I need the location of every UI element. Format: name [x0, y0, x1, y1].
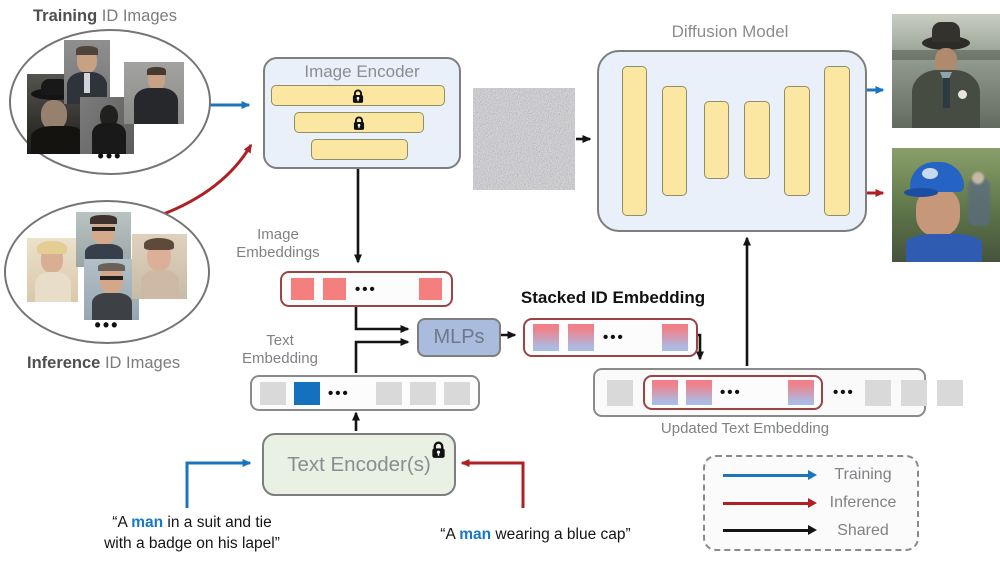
training-portrait-4 — [124, 62, 184, 124]
image-encoder-layer-3 — [311, 139, 408, 160]
text-token — [607, 379, 633, 406]
training-id-images-label-bold: Training — [33, 7, 98, 25]
arrow-inference-prompt-to-text-encoder — [460, 459, 525, 508]
text-token — [444, 381, 470, 405]
text-embedding-box: ••• — [250, 375, 480, 411]
stacked-id-token — [686, 380, 712, 405]
stacked-id-ellipsis: ••• — [603, 329, 625, 346]
class-word-man: man — [459, 526, 492, 543]
diffusion-model-box — [597, 50, 867, 232]
image-embedding-token — [291, 278, 314, 300]
legend-row-training: Training — [705, 465, 917, 486]
stacked-id-embedding-box: ••• — [523, 318, 698, 357]
stacked-id-token — [533, 324, 559, 351]
training-id-images-label-rest: ID Images — [97, 7, 177, 25]
inference-portrait-3 — [84, 259, 139, 320]
noise-latent-image — [473, 88, 575, 190]
stacked-id-token — [662, 324, 688, 351]
training-id-images-label: Training ID Images — [33, 7, 177, 26]
arrow-image-embeddings-to-mlps — [354, 305, 410, 333]
unet-block-6 — [824, 66, 850, 216]
legend-row-shared: Shared — [705, 520, 917, 541]
unet-block-2 — [662, 86, 687, 196]
text-encoder-title: Text Encoder(s) — [287, 452, 431, 476]
stacked-id-token — [652, 380, 678, 405]
shared-arrow-swatch — [723, 525, 817, 536]
unet-block-5 — [784, 86, 810, 196]
stacked-id-token — [568, 324, 594, 351]
legend-label-training: Training — [834, 466, 892, 484]
text-token — [376, 381, 402, 405]
lock-icon — [353, 116, 365, 130]
legend-row-inference: Inference — [705, 493, 917, 514]
text-embedding-label: Text Embedding — [242, 332, 318, 367]
text-token — [410, 381, 436, 405]
lock-icon — [352, 89, 364, 103]
inference-ellipsis-dots: ••• — [94, 315, 120, 335]
text-token — [864, 379, 891, 406]
training-arrow-swatch — [723, 469, 817, 480]
legend-label-shared: Shared — [837, 521, 889, 539]
inference-id-images-label-rest: ID Images — [100, 354, 181, 372]
updated-text-embedding-label: Updated Text Embedding — [660, 420, 830, 437]
image-encoder-layer-2 — [294, 112, 424, 133]
stacked-id-embedding-title: Stacked ID Embedding — [520, 288, 706, 307]
lock-icon — [432, 441, 445, 458]
arrow-training-prompt-to-text-encoder — [185, 459, 252, 508]
class-word-token — [294, 381, 320, 405]
noise-texture — [473, 88, 575, 190]
stacked-id-token — [788, 380, 814, 405]
text-token — [900, 379, 927, 406]
arrow-text-embedding-to-mlps — [354, 338, 410, 373]
training-id-images-group: ••• — [9, 29, 211, 175]
inference-id-images-label-bold: Inference — [27, 354, 101, 372]
diffusion-model-title: Diffusion Model — [671, 22, 789, 41]
inference-id-images-group: ••• — [4, 200, 210, 344]
class-word-man: man — [131, 514, 164, 531]
image-encoder-layer-1 — [271, 85, 445, 106]
training-ellipsis-dots: ••• — [97, 146, 123, 166]
text-embedding-ellipsis: ••• — [328, 384, 350, 402]
inference-portrait-1 — [27, 238, 78, 302]
image-embedding-token — [323, 278, 346, 300]
updated-embedding-ellipsis: ••• — [833, 384, 855, 401]
text-token — [936, 379, 963, 406]
image-encoder-title: Image Encoder — [304, 62, 420, 81]
inserted-id-ellipsis: ••• — [720, 384, 742, 401]
inference-output-image — [892, 148, 1000, 262]
image-embeddings-label: Image Embeddings — [236, 226, 320, 261]
text-encoder-box: Text Encoder(s) — [262, 433, 456, 496]
updated-text-embedding-box: ••• ••• — [593, 368, 963, 417]
inference-portrait-4 — [132, 234, 187, 299]
mlps-box: MLPs — [417, 318, 501, 357]
training-prompt: “A man in a suit and tie with a badge on… — [104, 514, 280, 552]
legend-label-inference: Inference — [829, 494, 897, 511]
unet-block-3 — [704, 101, 729, 179]
text-token — [260, 381, 286, 405]
training-portrait-2 — [64, 40, 110, 104]
inference-arrow-swatch — [723, 497, 817, 508]
unet-block-4 — [744, 101, 770, 179]
legend-box: Training Inference Shared — [703, 455, 919, 551]
unet-block-1 — [622, 66, 647, 216]
inference-id-images-label: Inference ID Images — [27, 354, 180, 373]
image-embeddings-ellipsis: ••• — [355, 280, 377, 298]
image-embeddings-box: ••• — [280, 271, 453, 307]
inserted-stacked-id-embedding: ••• — [643, 375, 823, 410]
inference-prompt: “A man wearing a blue cap” — [440, 526, 631, 543]
image-embedding-token — [419, 278, 442, 300]
training-output-image — [892, 14, 1000, 128]
image-encoder-box: Image Encoder — [263, 57, 461, 169]
